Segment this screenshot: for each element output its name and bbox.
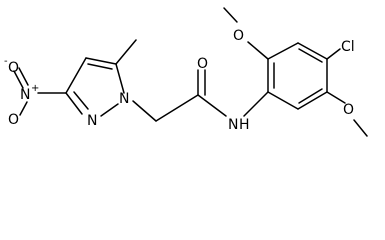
bond-n2-c3-double	[73, 91, 89, 110]
pyrazole-n2-label: N	[87, 113, 97, 129]
bond-c4-c5-double	[87, 63, 113, 70]
bond-ar2-ar3	[267, 42, 299, 60]
bond-ar4-cl	[326, 48, 341, 60]
methoxy-bottom-o-label: O	[343, 102, 354, 118]
nitro-n-label: N	[20, 87, 30, 103]
nitro-n-charge: +	[31, 83, 39, 94]
bond-ch2-co	[155, 94, 199, 122]
nitro-o-top-label: O	[8, 60, 19, 76]
bond-c5-methyl	[115, 39, 137, 65]
molecule-svg: - O N + O N N O N H O Cl O	[4, 7, 368, 137]
bond-ar5-ar6-double	[298, 88, 323, 104]
bond-n1-ch2	[132, 100, 157, 122]
nitro-o-charge: -	[4, 56, 8, 67]
bond-o-ch3-top	[223, 7, 238, 23]
bond-o-ch3-bottom	[353, 119, 368, 137]
bond-n1-n2	[100, 103, 119, 117]
chloro-label: Cl	[341, 39, 355, 55]
bond-nh-aryl	[243, 91, 269, 117]
bond-ar5-o	[326, 91, 346, 104]
bond-c4-c5	[85, 57, 117, 65]
bond-c3-c4	[65, 57, 87, 94]
bond-ar6-ar1	[267, 91, 299, 110]
bond-ar5-ar6	[297, 91, 328, 110]
bond-ar3-ar4-double	[298, 48, 323, 63]
methoxy-top-o-label: O	[233, 28, 244, 44]
pyrazole-n1-label: N	[119, 91, 129, 107]
amide-h-label: H	[239, 117, 250, 133]
bond-n2-c3	[65, 92, 83, 115]
bond-c5-n1	[115, 63, 125, 94]
carbonyl-o-label: O	[197, 56, 208, 72]
bond-nitro-n-o-bottom	[19, 101, 28, 116]
bond-nitro-n-o-top-double	[13, 70, 24, 89]
amide-n-label: N	[228, 117, 238, 133]
bond-co-nh	[197, 94, 227, 117]
nitro-o-bottom-label: O	[8, 112, 19, 128]
bond-ar3-ar4	[297, 42, 328, 60]
bond-ar2-o	[247, 41, 269, 60]
molecule-structure-diagram: - O N + O N N O N H O Cl O	[4, 7, 368, 137]
bond-nitro-n-o-top	[18, 67, 29, 86]
